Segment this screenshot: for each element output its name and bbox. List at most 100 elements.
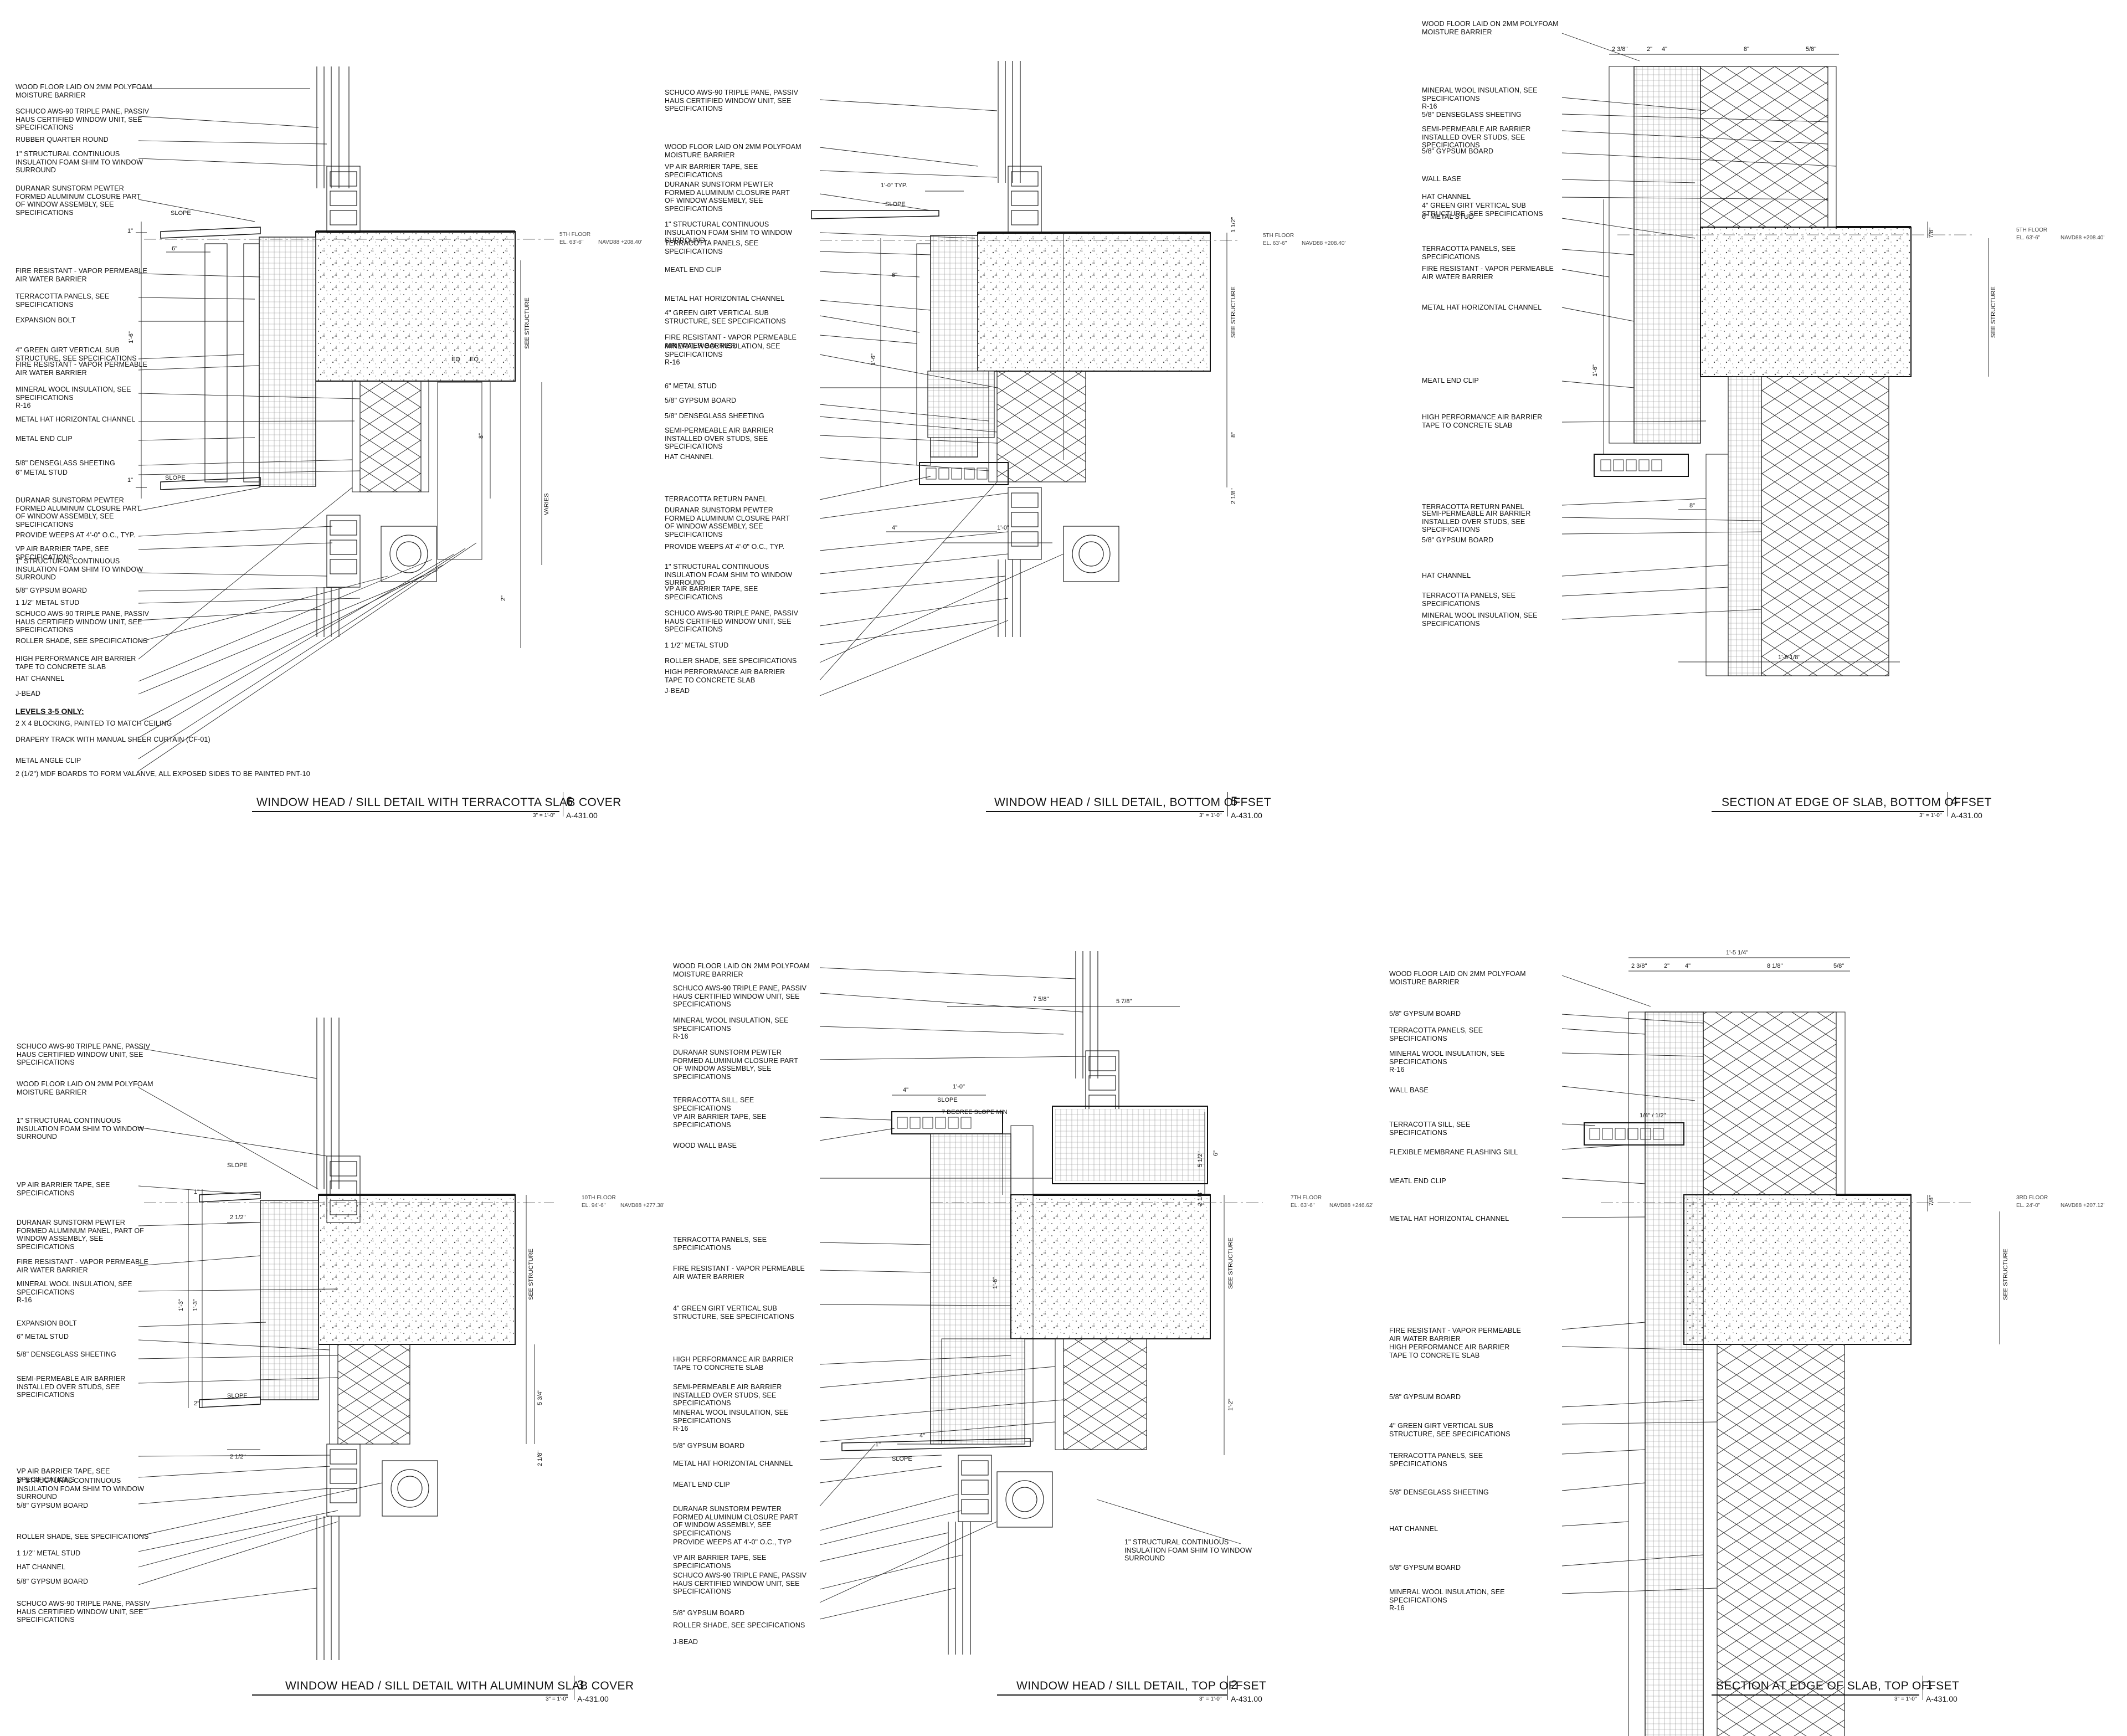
dim-1-4-1-2: 1/4" / 1/2" (1640, 1112, 1666, 1119)
callout-note: 4" GREEN GIRT VERTICAL SUB STRUCTURE, SE… (665, 309, 786, 325)
dim-1ft-typ: 1'-0" TYP. (881, 182, 907, 189)
dim-slope-top: SLOPE (227, 1162, 248, 1169)
dim-7deg: 7 DEGREE SLOPE MIN (942, 1109, 1008, 1116)
callout-note: VP AIR BARRIER TAPE, SEE SPECIFICATIONS (673, 1554, 767, 1570)
callout-note: HIGH PERFORMANCE AIR BARRIER TAPE TO CON… (665, 668, 785, 684)
callout-note: WOOD FLOOR LAID ON 2MM POLYFOAM MOISTURE… (16, 83, 152, 99)
callout-note: HIGH PERFORMANCE AIR BARRIER TAPE TO CON… (16, 655, 136, 671)
sheet-ref: A-431.00 (577, 1694, 609, 1703)
dim-1in-b: 1" (127, 477, 133, 484)
dim-see-structure: SEE STRUCTURE (524, 297, 531, 349)
callout-note: 4" GREEN GIRT VERTICAL SUB STRUCTURE, SE… (1389, 1422, 1511, 1438)
callout-note: HIGH PERFORMANCE AIR BARRIER TAPE TO CON… (1422, 413, 1543, 429)
callout-note: MINERAL WOOL INSULATION, SEE SPECIFICATI… (1422, 86, 1538, 110)
detail-number: 2 (1231, 1678, 1238, 1692)
callout-note: 4" GREEN GIRT VERTICAL SUB STRUCTURE, SE… (673, 1304, 794, 1321)
callout-note: 5/8" GYPSUM BOARD (17, 1502, 89, 1509)
callout-note: 5/8" DENSEGLASS SHEETING (16, 459, 115, 467)
dim-8in: 8" (478, 433, 485, 439)
floor-elev: EL. 63'-6" (2016, 235, 2041, 241)
callout-note: PROVIDE WEEPS AT 4'-0" O.C., TYP (673, 1538, 792, 1546)
detail-number: 1 (1926, 1678, 1933, 1692)
callout-note: HAT CHANNEL (17, 1563, 66, 1571)
dim-4in-b: 4" (919, 1432, 925, 1439)
callout-note: HAT CHANNEL (1422, 572, 1471, 579)
callout-note: FIRE RESISTANT - VAPOR PERMEABLE AIR WAT… (16, 361, 147, 377)
callout-note: TERRACOTTA PANELS, SEE SPECIFICATIONS (16, 292, 110, 309)
detail-number: 3 (577, 1678, 584, 1692)
detail-title: WINDOW HEAD / SILL DETAIL, BOTTOM OFFSET (994, 796, 1271, 809)
dim-4in: 4" (903, 1087, 908, 1093)
callout-note: METAL HAT HORIZONTAL CHANNEL (673, 1460, 793, 1467)
callout-note: WOOD FLOOR LAID ON 2MM POLYFOAM MOISTURE… (1389, 970, 1526, 986)
callout-note: WOOD FLOOR LAID ON 2MM POLYFOAM MOISTURE… (665, 143, 802, 159)
floor-navd: NAVD88 +208.40' (598, 239, 642, 245)
callout-note: 5/8" GYPSUM BOARD (1422, 147, 1494, 155)
dim-2in: 2" (1647, 46, 1652, 53)
dim-6in: 6" (892, 272, 897, 279)
dim-2-1-2-b: 2 1/2" (230, 1453, 245, 1460)
dim-1ft: 1'-0" (953, 1083, 965, 1090)
callout-note: 5/8" DENSEGLASS SHEETING (1422, 111, 1522, 119)
callout-note: SCHUCO AWS-90 TRIPLE PANE, PASSIV HAUS C… (17, 1600, 151, 1624)
detail-2-right-note: 1" STRUCTURAL CONTINUOUS INSULATION FOAM… (1124, 1538, 1252, 1562)
detail-3: SLOPE 1" 2 1/2" 1'-3" 1'-3" SLOPE 2" 2 1… (0, 868, 709, 1736)
dim-7-8: 7/8" (1928, 1195, 1935, 1206)
callout-note: 6" METAL STUD (16, 469, 68, 476)
callout-note: DURANAR SUNSTORM PEWTER FORMED ALUMINUM … (16, 496, 141, 528)
callout-note: DURANAR SUNSTORM PEWTER FORMED ALUMINUM … (665, 506, 790, 538)
detail-1-drawing: 1'-5 1/4" 2 3/8" 2" 4" 8 1/8" 5/8" 1/4" … (1561, 949, 2104, 1736)
callout-note: SCHUCO AWS-90 TRIPLE PANE, PASSIV HAUS C… (673, 1571, 807, 1595)
callout-note: SEMI-PERMEABLE AIR BARRIER INSTALLED OVE… (673, 1383, 782, 1407)
callout-note: FIRE RESISTANT - VAPOR PERMEABLE AIR WAT… (17, 1258, 148, 1274)
callout-note: SEMI-PERMEABLE AIR BARRIER INSTALLED OVE… (1422, 125, 1531, 149)
detail-number: 5 (1231, 794, 1238, 808)
callout-note: 5/8" GYPSUM BOARD (16, 587, 88, 594)
dim-see-structure: SEE STRUCTURE (1230, 286, 1237, 338)
callout-note: TERRACOTTA SILL, SEE SPECIFICATIONS (673, 1096, 754, 1112)
detail-scale: 3" = 1'-0" (1919, 813, 1942, 819)
callout-note: TERRACOTTA RETURN PANEL (1422, 503, 1524, 511)
detail-scale: 3" = 1'-0" (546, 1696, 568, 1702)
callout-note: ROLLER SHADE, SEE SPECIFICATIONS (17, 1533, 149, 1540)
callout-note: 2 (1/2") MDF BOARDS TO FORM VALANVE, ALL… (16, 770, 310, 778)
dim-8in-b: 8" (1689, 502, 1695, 509)
callout-note: 5/8" GYPSUM BOARD (1389, 1564, 1461, 1571)
callout-note: 5/8" DENSEGLASS SHEETING (665, 412, 764, 420)
dim-2-1-2: 2 1/2" (230, 1214, 245, 1221)
callout-note: DURANAR SUNSTORM PEWTER FORMED ALUMINUM … (16, 184, 141, 217)
dim-2in: 2" (194, 1400, 199, 1407)
callout-note: WOOD WALL BASE (673, 1142, 737, 1149)
dim-see-structure: SEE STRUCTURE (2002, 1249, 2009, 1300)
dim-4in: 4" (1662, 46, 1667, 53)
callout-note: 5/8" GYPSUM BOARD (673, 1609, 745, 1617)
callout-note: METAL HAT HORIZONTAL CHANNEL (1389, 1215, 1509, 1223)
dim-1-5-1-8: 1'-5 1/8" (1778, 654, 1800, 661)
callout-note: 1" STRUCTURAL CONTINUOUS INSULATION FOAM… (665, 563, 793, 587)
dim-4in: 4" (892, 525, 897, 531)
dim-slope: SLOPE (885, 201, 906, 208)
callout-note: VP AIR BARRIER TAPE, SEE SPECIFICATIONS (17, 1467, 110, 1483)
callout-note: SEMI-PERMEABLE AIR BARRIER INSTALLED OVE… (17, 1375, 126, 1399)
callout-note: J-BEAD (16, 690, 41, 697)
callout-note: 5/8" GYPSUM BOARD (1389, 1393, 1461, 1401)
callout-note: FIRE RESISTANT - VAPOR PERMEABLE AIR WAT… (673, 1265, 805, 1281)
dim-8in: 8" (1230, 432, 1237, 438)
dim-2-1-4: 2 1/4" (1197, 1190, 1204, 1206)
callout-note: 1" STRUCTURAL CONTINUOUS INSULATION FOAM… (17, 1117, 145, 1141)
callout-note: MINERAL WOOL INSULATION, SEE SPECIFICATI… (673, 1016, 789, 1040)
callout-note: MINERAL WOOL INSULATION, SEE SPECIFICATI… (17, 1280, 132, 1304)
callout-note: HIGH PERFORMANCE AIR BARRIER TAPE TO CON… (1389, 1343, 1510, 1359)
callout-note: 1" STRUCTURAL CONTINUOUS INSULATION FOAM… (16, 557, 143, 581)
dim-see-structure: SEE STRUCTURE (1990, 286, 1997, 338)
detail-4: 2 3/8" 2" 4" 8" 5/8" 7/8" 1'-6" 8" 1'-5 … (1418, 0, 2127, 868)
dim-1in: 1" (127, 228, 133, 234)
callout-note: 6" METAL STUD (17, 1333, 69, 1340)
dim-1-3-a: 1'-3" (178, 1299, 184, 1311)
dim-8-1-8: 8 1/8" (1767, 963, 1782, 969)
sheet-ref: A-431.00 (566, 811, 598, 820)
floor-navd: NAVD88 +246.62' (1329, 1203, 1373, 1209)
dim-2-3-8: 2 3/8" (1631, 963, 1647, 969)
callout-note: VP AIR BARRIER TAPE, SEE SPECIFICATIONS (673, 1113, 767, 1129)
callout-note: ROLLER SHADE, SEE SPECIFICATIONS (673, 1621, 805, 1629)
